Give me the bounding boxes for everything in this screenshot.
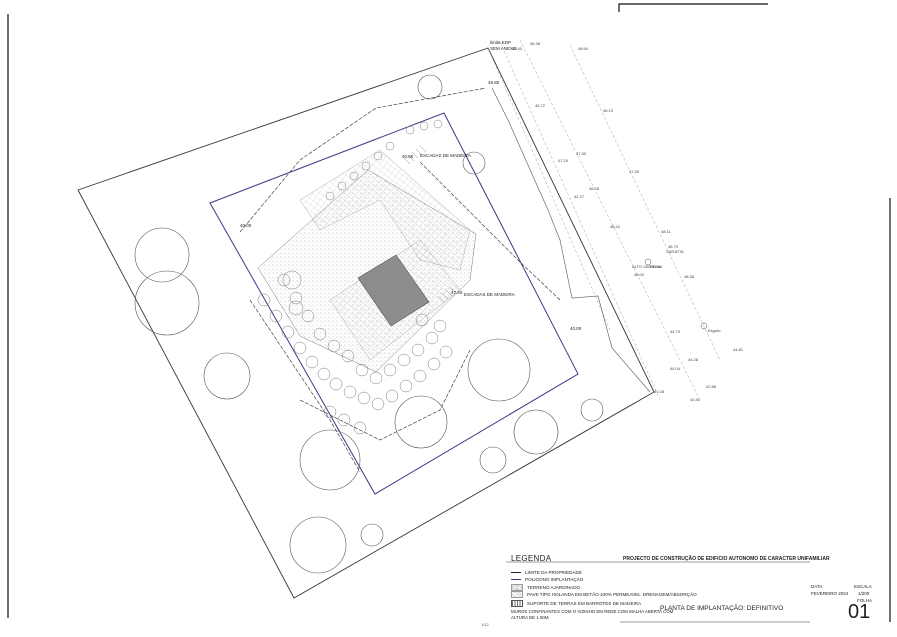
esgoto-label: Esgoto [708, 328, 721, 333]
retaining-wall-top [239, 87, 487, 233]
level-r6: 48.42 [610, 224, 621, 229]
gravel-symbol [511, 584, 523, 591]
retaining-wall-bottom [299, 349, 471, 441]
legend-item-paving: PAVE TIPO HOLANDA EM BETÃO 100% PERMEAVE… [511, 591, 697, 598]
level-r20: 48.64 [578, 46, 589, 51]
scale-value: 1/200 [858, 591, 870, 596]
stairs-bottom [437, 286, 457, 303]
level-r9: 48.00 [634, 272, 645, 277]
label-top-c: 46.40 [512, 46, 523, 51]
survey-lines [487, 39, 721, 401]
level-r11: 44.79 [670, 329, 681, 334]
level-r14: 44.04 [670, 366, 681, 371]
stairs-top [403, 145, 427, 165]
legend-item-property: LIMITE DA PROPRIEDADE [511, 570, 582, 575]
level-r12: 44.81 [733, 347, 744, 352]
solid-line-symbol [511, 572, 521, 573]
legend-item-label: SUPORTE DE TERRAS EM BARROTES DE MADEIRA [527, 601, 642, 606]
level-r5: 47.30 [629, 169, 640, 174]
sarjeta-label: SARJETA [666, 249, 684, 254]
shrubs [257, 119, 453, 435]
grid-symbol [511, 591, 523, 598]
sheet-label: FOLHA [857, 598, 873, 603]
plan-title: PLANTA DE IMPLANTAÇÃO: DEFINITIVO [660, 605, 784, 612]
retaining-wall-left [249, 299, 361, 473]
level-r8: 48.79 [668, 244, 679, 249]
level-r13: 44.28 [688, 357, 699, 362]
stairs-bottom-label: ESCADAS DE MADEIRA [464, 292, 515, 297]
level-l1: 49.80 [488, 80, 500, 85]
property-boundary [77, 47, 655, 599]
legend-item-retaining: SUPORTE DE TERRAS EM BARROTES DE MADEIRA [511, 600, 641, 607]
project-title: PROJECTO DE CONSTRUÇÃO DE EDIFICIO AUTON… [623, 556, 830, 562]
scale-label: ESCALA [854, 584, 872, 589]
legend-note: MUROS CONFINANTES COM O VIZINHO EM REDE … [511, 609, 673, 620]
manholes [644, 258, 708, 330]
legend-item-polygon: POLIGONO IMPLANTAÇÃO [511, 577, 583, 582]
level-l3: 40.86 [402, 154, 414, 159]
legend-item-extra: DRENAGEM/ABSORÇÃO [642, 592, 697, 597]
level-r18: 42.27 [574, 194, 585, 199]
legend-block: LEGENDA PROJECTO DE CONSTRUÇÃO DE EDIFIC… [505, 553, 897, 632]
alto-sarjeta-label: ALTO SARJETA [632, 264, 661, 269]
house-footprint [357, 254, 430, 327]
level-r16: 42.81 [690, 397, 701, 402]
stairs-top-label: ESCADAS DE MADEIRA [420, 153, 471, 158]
level-r19: 41.08 [654, 389, 665, 394]
level-r3: 47.30 [576, 151, 587, 156]
date-value: FEVEREIRO 2024 [811, 591, 849, 596]
note-line-1: MUROS CONFINANTES COM O VIZINHO EM REDE … [511, 609, 674, 614]
legend-item-label: PAVE TIPO HOLANDA EM BETÃO 100% PERMEAVE… [527, 592, 641, 597]
level-r2: 46.23 [603, 108, 614, 113]
label-top-d: 46.38 [530, 41, 541, 46]
level-r17: 45.28 [589, 186, 600, 191]
implantation-polygon [209, 112, 579, 495]
timber-symbol [511, 600, 523, 607]
legend-item-label: LIMITE DA PROPRIEDADE [525, 570, 582, 575]
level-l4: 47.20 [451, 290, 463, 295]
pluvial-label: Pluvial [650, 264, 662, 269]
level-r15: 42.86 [706, 384, 717, 389]
level-r7: 48.11 [661, 229, 671, 234]
level-r4: 47.20 [558, 158, 569, 163]
date-label: DATA [811, 584, 823, 589]
note-line-2: ALTURA DE 1.50M [511, 614, 549, 620]
retaining-wall-right [419, 161, 561, 301]
trees [134, 74, 604, 574]
label-anexo: SEM ANEXO [490, 46, 517, 51]
page-number: 1/12 [481, 622, 489, 627]
level-r10: 48.38 [684, 274, 695, 279]
legend-item-label: TERRENO AJARDINADO [527, 585, 581, 590]
sheet-top-mark [618, 3, 768, 12]
road-edge [491, 87, 651, 393]
blue-line-symbol [511, 579, 521, 580]
level-l2: 40.00 [240, 223, 252, 228]
legend-item-garden: TERRENO AJARDINADO [511, 584, 580, 591]
level-r1: 46.72 [535, 103, 546, 108]
level-l5: 40.00 [570, 326, 582, 331]
label-limit: limite EDP [490, 40, 511, 45]
sheet-number: 01 [848, 601, 871, 623]
legend-item-label: POLIGONO IMPLANTAÇÃO [525, 577, 584, 582]
legend-title: LEGENDA [511, 554, 552, 563]
